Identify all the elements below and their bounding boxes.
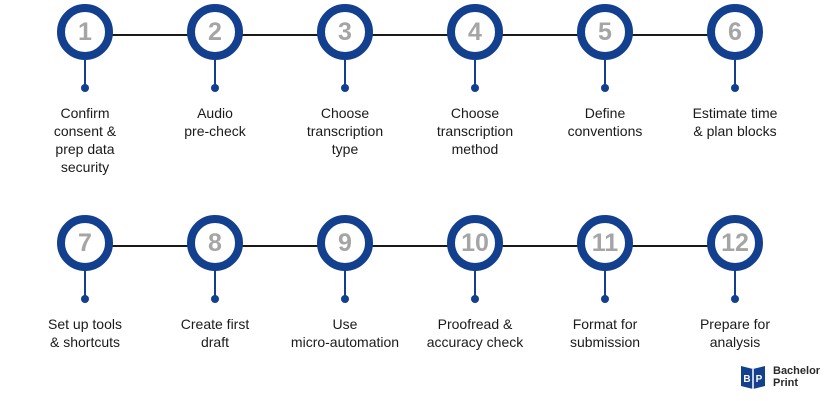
step-dot bbox=[211, 295, 219, 303]
step-dot bbox=[341, 84, 349, 92]
step-number-circle: 6 bbox=[707, 4, 763, 60]
step-stem bbox=[474, 60, 476, 86]
step-number-circle: 3 bbox=[317, 4, 373, 60]
step-label: Confirm consent & prep data security bbox=[53, 105, 117, 175]
step-stem bbox=[474, 271, 476, 297]
step-stem bbox=[214, 60, 216, 86]
step-2: 2 Audio pre-check bbox=[150, 0, 280, 180]
step-11: 11 Format for submission bbox=[540, 211, 670, 391]
step-stem bbox=[84, 271, 86, 297]
steps-row-1: 1 Confirm consent & prep data security 2… bbox=[0, 0, 825, 180]
bachelor-print-logo: B P Bachelor Print bbox=[738, 360, 820, 394]
step-number-circle: 8 bbox=[187, 215, 243, 271]
step-6: 6 Estimate time & plan blocks bbox=[670, 0, 800, 180]
step-dot bbox=[601, 84, 609, 92]
step-10: 10 Proofread & accuracy check bbox=[410, 211, 540, 391]
step-dot bbox=[731, 84, 739, 92]
step-3: 3 Choose transcription type bbox=[280, 0, 410, 180]
step-dot bbox=[731, 295, 739, 303]
step-number-circle: 7 bbox=[57, 215, 113, 271]
step-number-circle: 12 bbox=[707, 215, 763, 271]
step-stem bbox=[604, 271, 606, 297]
step-label: Estimate time & plan blocks bbox=[692, 105, 778, 139]
step-8: 8 Create first draft bbox=[150, 211, 280, 391]
step-label: Format for submission bbox=[569, 316, 641, 350]
step-1: 1 Confirm consent & prep data security bbox=[20, 0, 150, 180]
logo-text: Bachelor Print bbox=[773, 365, 821, 389]
step-dot bbox=[471, 84, 479, 92]
step-label: Prepare for analysis bbox=[699, 316, 771, 350]
step-number-circle: 2 bbox=[187, 4, 243, 60]
step-stem bbox=[84, 60, 86, 86]
step-dot bbox=[601, 295, 609, 303]
step-label: Create first draft bbox=[180, 316, 250, 350]
step-number-circle: 1 bbox=[57, 4, 113, 60]
step-stem bbox=[604, 60, 606, 86]
step-number-circle: 4 bbox=[447, 4, 503, 60]
step-7: 7 Set up tools & shortcuts bbox=[20, 211, 150, 391]
step-9: 9 Use micro-automation bbox=[280, 211, 410, 391]
step-dot bbox=[211, 84, 219, 92]
svg-text:B: B bbox=[743, 374, 750, 385]
step-12: 12 Prepare for analysis bbox=[670, 211, 800, 391]
step-label: Set up tools & shortcuts bbox=[48, 316, 122, 350]
step-stem bbox=[734, 60, 736, 86]
step-stem bbox=[344, 271, 346, 297]
step-dot bbox=[81, 84, 89, 92]
step-5: 5 Define conventions bbox=[540, 0, 670, 180]
step-number-circle: 10 bbox=[447, 215, 503, 271]
row-connector-line bbox=[85, 245, 735, 247]
step-stem bbox=[734, 271, 736, 297]
step-dot bbox=[341, 295, 349, 303]
svg-text:P: P bbox=[756, 374, 763, 385]
bachelor-print-logo-icon: B P bbox=[741, 366, 765, 389]
step-dot bbox=[81, 295, 89, 303]
step-dot bbox=[471, 295, 479, 303]
step-label: Choose transcription method bbox=[436, 105, 514, 157]
step-number-circle: 11 bbox=[577, 215, 633, 271]
step-label: Choose transcription type bbox=[306, 105, 384, 157]
row-connector-line bbox=[85, 34, 735, 36]
step-label: Define conventions bbox=[567, 105, 643, 139]
step-number-circle: 9 bbox=[317, 215, 373, 271]
step-label: Audio pre-check bbox=[184, 105, 246, 139]
step-stem bbox=[214, 271, 216, 297]
step-number-circle: 5 bbox=[577, 4, 633, 60]
step-label: Use micro-automation bbox=[290, 316, 400, 350]
step-4: 4 Choose transcription method bbox=[410, 0, 540, 180]
step-stem bbox=[344, 60, 346, 86]
step-label: Proofread & accuracy check bbox=[426, 316, 524, 350]
steps-row-2: 7 Set up tools & shortcuts 8 Create firs… bbox=[0, 211, 825, 391]
